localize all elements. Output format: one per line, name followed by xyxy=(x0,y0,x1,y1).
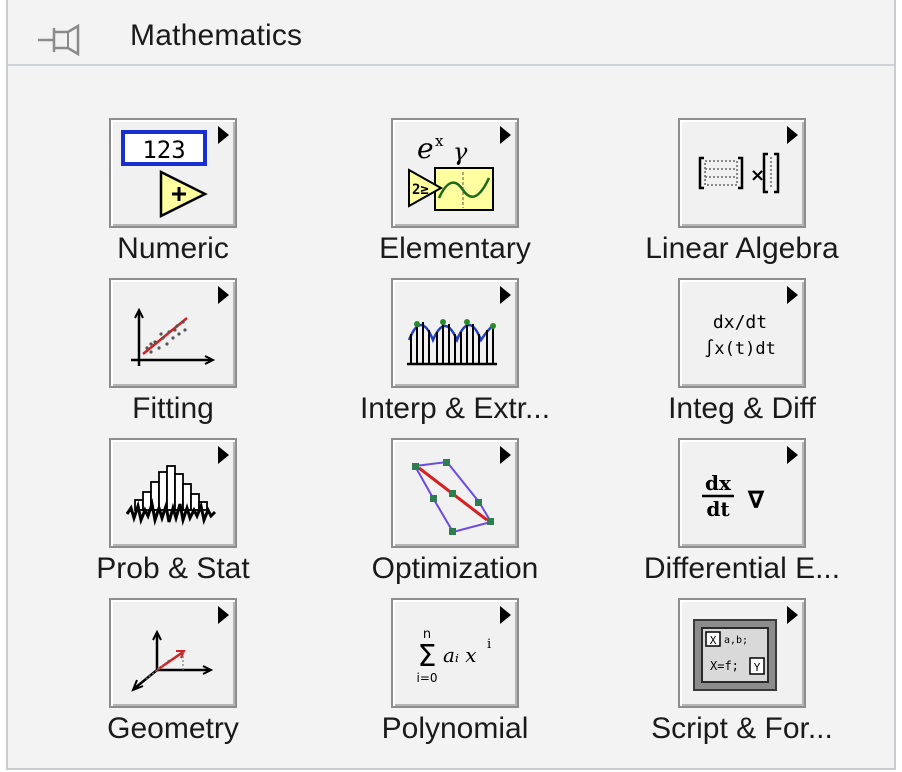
svg-text:i: i xyxy=(487,637,491,652)
svg-text:e: e xyxy=(417,132,434,165)
svg-text:i=0: i=0 xyxy=(416,671,437,685)
submenu-arrow-icon xyxy=(787,126,798,144)
palette-item-label: Numeric xyxy=(117,232,229,265)
palette-item-script-formula[interactable]: X a,b; X=f; Y Script & For... xyxy=(612,598,872,758)
submenu-arrow-icon xyxy=(500,446,511,464)
svg-text:∫x(t)dt: ∫x(t)dt xyxy=(704,339,776,359)
submenu-arrow-icon xyxy=(787,286,798,304)
palette-title: Mathematics xyxy=(130,19,303,52)
elementary-icon: e x γ 2≥ xyxy=(408,132,494,211)
svg-text:dt: dt xyxy=(706,497,730,521)
submenu-arrow-icon xyxy=(218,606,229,624)
submenu-arrow-icon xyxy=(218,126,229,144)
palette-item-numeric[interactable]: 123 Numeric xyxy=(43,118,303,278)
palette-item-geometry[interactable]: Geometry xyxy=(43,598,303,758)
palette-item-differential-eq[interactable]: dx dt ∇ Differential E... xyxy=(612,438,872,598)
svg-text:×: × xyxy=(750,165,765,186)
prob-stat-button[interactable] xyxy=(109,438,237,548)
svg-text:∇: ∇ xyxy=(748,486,765,514)
linear-algebra-button[interactable]: × xyxy=(678,118,806,228)
script-formula-icon: X a,b; X=f; Y xyxy=(693,619,777,691)
palette-item-elementary[interactable]: e x γ 2≥ Elementary xyxy=(325,118,585,278)
differential-eq-button[interactable]: dx dt ∇ xyxy=(678,438,806,548)
optimization-button[interactable] xyxy=(391,438,519,548)
numeric-button[interactable]: 123 xyxy=(109,118,237,228)
submenu-arrow-icon xyxy=(218,446,229,464)
fitting-icon xyxy=(131,307,216,366)
palette-item-label: Geometry xyxy=(107,712,239,745)
palette-item-integ-diff[interactable]: dx/dt ∫x(t)dt Integ & Diff xyxy=(612,278,872,438)
submenu-arrow-icon xyxy=(218,286,229,304)
pin-icon[interactable] xyxy=(38,22,100,58)
numeric-icon: 123 xyxy=(121,130,208,218)
submenu-arrow-icon xyxy=(787,446,798,464)
palette-header: Mathematics xyxy=(8,0,894,66)
polynomial-button[interactable]: n Σ i=0 aᵢ x i xyxy=(391,598,519,708)
histogram-icon xyxy=(125,465,217,526)
svg-text:Y: Y xyxy=(754,661,761,674)
palette-item-label: Interp & Extr... xyxy=(359,392,551,425)
palette-item-label: Polynomial xyxy=(381,712,529,745)
palette-item-linear-algebra[interactable]: × Linear Algebra xyxy=(612,118,872,278)
elementary-button[interactable]: e x γ 2≥ xyxy=(391,118,519,228)
svg-text:dx/dt: dx/dt xyxy=(713,312,767,333)
submenu-arrow-icon xyxy=(500,286,511,304)
fitting-button[interactable] xyxy=(109,278,237,388)
palette-item-label: Prob & Stat xyxy=(96,552,250,585)
submenu-arrow-icon xyxy=(787,606,798,624)
differential-eq-icon: dx dt ∇ xyxy=(702,471,765,521)
palette-item-prob-stat[interactable]: Prob & Stat xyxy=(43,438,303,598)
palette-item-fitting[interactable]: Fitting xyxy=(43,278,303,438)
submenu-arrow-icon xyxy=(500,606,511,624)
svg-text:γ: γ xyxy=(453,138,468,166)
palette-body: 123 Numeric e x γ 2≥ xyxy=(8,66,894,766)
svg-text:X: X xyxy=(710,634,717,647)
palette-item-label: Linear Algebra xyxy=(645,232,839,265)
palette-item-label: Elementary xyxy=(379,232,531,265)
palette-item-label: Integ & Diff xyxy=(668,392,816,425)
palette-item-label: Script & For... xyxy=(651,712,833,745)
optimization-icon xyxy=(412,459,494,535)
svg-text:dx: dx xyxy=(705,471,732,495)
polynomial-icon: n Σ i=0 aᵢ x i xyxy=(416,627,491,685)
mathematics-palette: Mathematics 123 Numeric e x xyxy=(6,0,896,770)
integ-diff-button[interactable]: dx/dt ∫x(t)dt xyxy=(678,278,806,388)
geometry-icon xyxy=(131,629,214,692)
script-formula-button[interactable]: X a,b; X=f; Y xyxy=(678,598,806,708)
palette-item-label: Optimization xyxy=(371,552,539,585)
svg-text:X=f;: X=f; xyxy=(710,659,739,673)
palette-item-polynomial[interactable]: n Σ i=0 aᵢ x i Polynomial xyxy=(325,598,585,758)
interp-extr-button[interactable] xyxy=(391,278,519,388)
svg-text:n: n xyxy=(423,627,431,642)
submenu-arrow-icon xyxy=(500,126,511,144)
geometry-button[interactable] xyxy=(109,598,237,708)
interpolation-icon xyxy=(407,319,497,366)
svg-text:a,b;: a,b; xyxy=(724,635,748,646)
palette-item-optimization[interactable]: Optimization xyxy=(325,438,585,598)
palette-item-label: Fitting xyxy=(132,392,214,425)
svg-text:123: 123 xyxy=(142,136,185,164)
svg-text:aᵢ x: aᵢ x xyxy=(443,643,477,667)
svg-text:Σ: Σ xyxy=(418,639,437,674)
svg-text:x: x xyxy=(435,132,444,150)
palette-item-interp-extr[interactable]: Interp & Extr... xyxy=(325,278,585,438)
palette-item-label: Differential E... xyxy=(643,552,841,585)
integ-diff-icon: dx/dt ∫x(t)dt xyxy=(704,312,776,359)
svg-text:2≥: 2≥ xyxy=(412,182,429,198)
linear-algebra-icon: × xyxy=(698,152,780,194)
